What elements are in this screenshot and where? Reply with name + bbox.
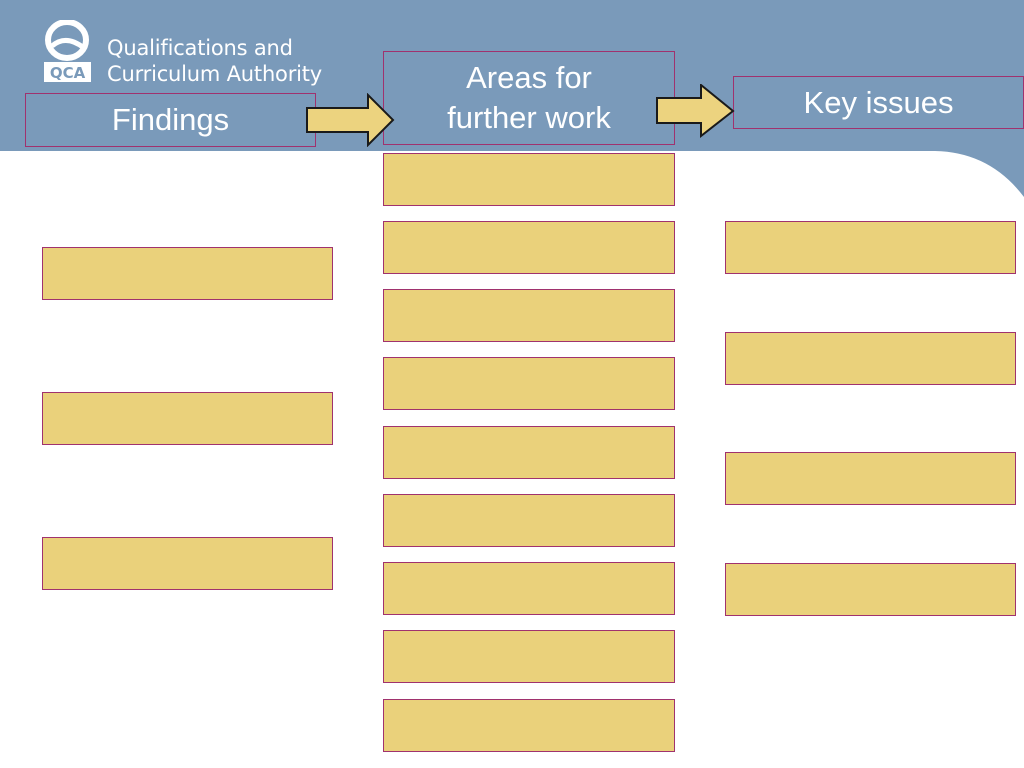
qca-logo-icon: QCA: [44, 20, 91, 82]
key-issues-box: [725, 563, 1016, 616]
areas-box: [383, 357, 675, 410]
key-issues-box: [725, 332, 1016, 385]
logo-line-2: Curriculum Authority: [107, 62, 323, 86]
logo-mark-text: QCA: [50, 64, 86, 82]
findings-box: [42, 537, 333, 590]
areas-box: [383, 153, 675, 206]
findings-box: [42, 392, 333, 445]
areas-box: [383, 630, 675, 683]
areas-box: [383, 221, 675, 274]
arrow-right-icon: [306, 93, 395, 147]
findings-box: [42, 247, 333, 300]
key-issues-label: Key issues: [803, 84, 954, 120]
areas-header: Areas for further work: [383, 51, 675, 145]
key-issues-box: [725, 221, 1016, 274]
findings-header: Findings: [25, 93, 316, 147]
logo-line-1: Qualifications and: [107, 36, 293, 60]
areas-box: [383, 562, 675, 615]
areas-box: [383, 289, 675, 342]
areas-box: [383, 426, 675, 479]
areas-box: [383, 699, 675, 752]
key-issues-box: [725, 452, 1016, 505]
logo-text: Qualifications and Curriculum Authority: [107, 35, 322, 87]
arrow-right-icon: [656, 84, 735, 138]
areas-label-line-2: further work: [447, 100, 611, 135]
findings-label: Findings: [111, 102, 230, 137]
qca-logo: QCA Qualifications and Curriculum Author…: [44, 20, 324, 90]
areas-label-line-1: Areas for: [466, 60, 592, 95]
areas-box: [383, 494, 675, 547]
key-issues-header: Key issues: [733, 76, 1024, 129]
